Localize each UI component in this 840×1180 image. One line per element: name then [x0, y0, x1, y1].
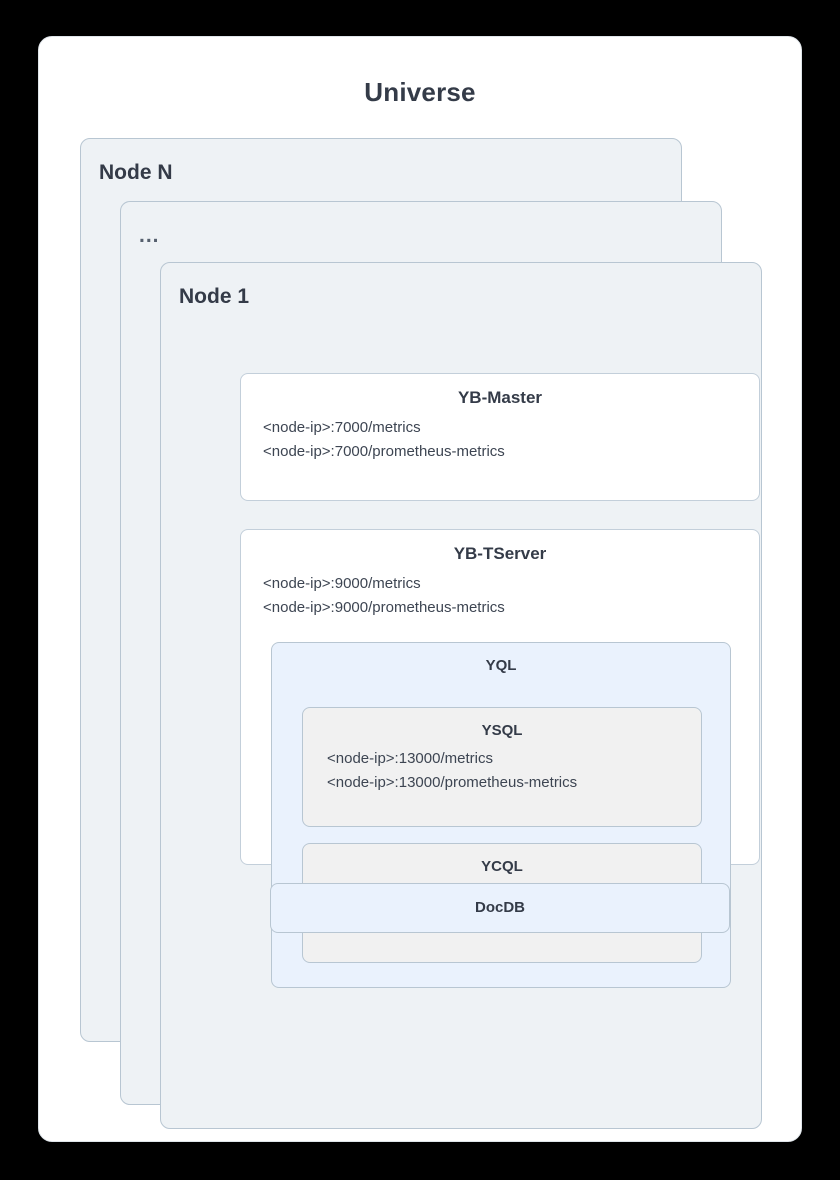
docdb-title: DocDB — [474, 899, 525, 916]
ysql-endpoints: <node-ip>:13000/metrics <node-ip>:13000/… — [303, 739, 701, 795]
node-card-node-n-label: Node N — [99, 161, 173, 184]
node-card-ellipsis-label: ... — [139, 224, 160, 247]
yb-tserver-box: YB-TServer <node-ip>:9000/metrics <node-… — [240, 529, 760, 988]
yb-master-endpoint-metrics: <node-ip>:7000/metrics — [263, 419, 421, 436]
ycql-title: YCQL — [481, 858, 523, 875]
ysql-endpoint-metrics: <node-ip>:13000/metrics — [327, 750, 493, 767]
yb-master-box: YB-Master <node-ip>:7000/metrics <node-i… — [240, 373, 760, 501]
yb-tserver-endpoint-prometheus-metrics: <node-ip>:9000/prometheus-metrics — [263, 599, 505, 616]
ysql-title: YSQL — [481, 722, 523, 739]
docdb-box: DocDB — [270, 883, 730, 933]
ysql-box: YSQL <node-ip>:13000/metrics <node-ip>:1… — [302, 707, 702, 827]
yb-tserver-endpoint-metrics: <node-ip>:9000/metrics — [263, 575, 421, 592]
ysql-endpoint-prometheus-metrics: <node-ip>:13000/prometheus-metrics — [327, 774, 578, 791]
yb-master-endpoint-prometheus-metrics: <node-ip>:7000/prometheus-metrics — [263, 443, 505, 460]
yb-tserver-title: YB-TServer — [453, 544, 547, 563]
yb-tserver-endpoints: <node-ip>:9000/metrics <node-ip>:9000/pr… — [241, 564, 759, 620]
node-card-node-1-label: Node 1 — [179, 285, 250, 308]
yql-title: YQL — [485, 657, 517, 674]
yb-master-title: YB-Master — [457, 388, 543, 407]
yql-box: YQL YSQL <node-ip>:13000/metrics <node-i… — [271, 642, 731, 988]
universe-title: Universe — [364, 77, 476, 107]
yb-master-endpoints: <node-ip>:7000/metrics <node-ip>:7000/pr… — [241, 408, 759, 464]
node-card-node-1: Node 1 YB-Master <node-ip>:7000/metrics … — [160, 262, 762, 1129]
universe-container: Universe Node N ... Node 1 YB-Master <no… — [38, 36, 802, 1142]
